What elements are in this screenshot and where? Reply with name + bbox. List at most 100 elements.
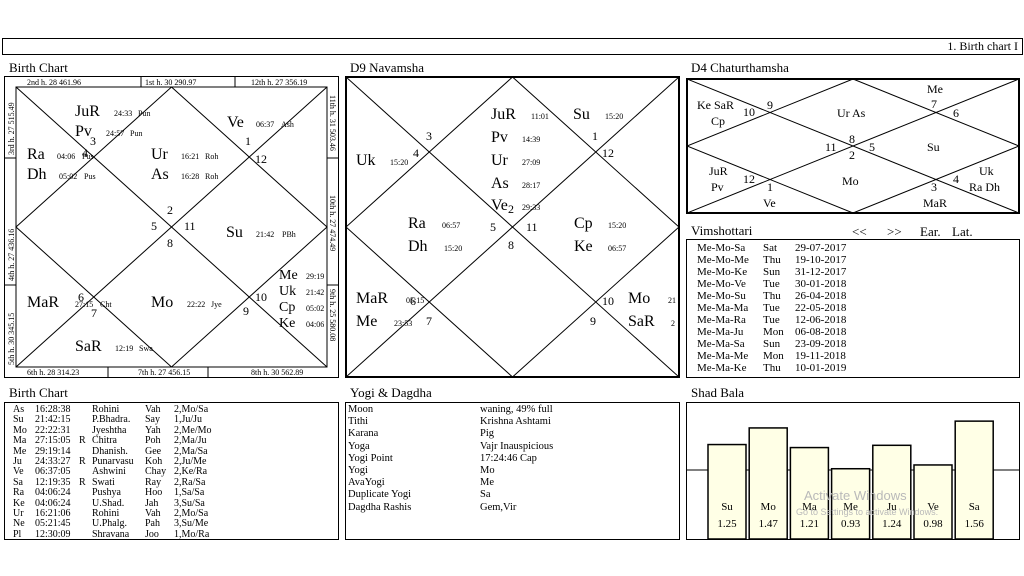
house-number: 11 [184, 219, 196, 233]
planet-cell: 3,Su/Sa [174, 497, 205, 509]
planet-cell: 24:33:27 [35, 456, 71, 467]
planet-cell: 2,Me/Mo [174, 424, 212, 436]
planet-cell: Pushya [92, 487, 121, 499]
planet-cell: Vah [145, 404, 161, 415]
house-number: 1 [245, 134, 251, 148]
dasha-period[interactable]: Me-Mo-Ve [697, 278, 746, 290]
house-number: 4 [953, 172, 959, 186]
shadbala-value-label: 1.21 [800, 518, 819, 530]
house-number: 8 [167, 236, 173, 250]
strip-bottom-2: 7th h. 27 456.15 [138, 368, 190, 377]
planet-cell: Pl [13, 528, 22, 540]
planet-nak: Pun [130, 129, 142, 138]
shadbala-bar [789, 446, 830, 539]
next-button[interactable]: >> [887, 224, 902, 239]
planet-cell: Ra [13, 487, 25, 499]
planet-cell: Chay [145, 466, 167, 478]
planet-cell: 22:22:31 [35, 424, 71, 436]
planet-cell: Hoo [145, 487, 163, 499]
yogi-label: Moon [348, 404, 374, 415]
dasha-period[interactable]: Me-Mo-Su [697, 290, 746, 302]
planet-cell: 2,Ra/Sa [174, 476, 206, 488]
strip-right-1: 11th h. 31 503.46 [328, 95, 337, 151]
birth-chart-diagonal-2 [15, 86, 328, 368]
yogi-value: 17:24:46 Cap [480, 452, 537, 464]
planet-deg: 05:02 [59, 172, 77, 181]
activation-watermark: Activate Windows [804, 488, 907, 503]
planet-nak: Pun [138, 109, 150, 118]
planet-cell: 21:42:15 [35, 414, 71, 426]
dasha-period[interactable]: Me-Ma-Ju [697, 326, 744, 338]
dasha-day: Tue [763, 302, 780, 314]
planet-deg: 15:20 [390, 158, 408, 167]
planet-nak: Ash [281, 120, 294, 129]
house-number: 3 [931, 180, 937, 194]
prev-button[interactable]: << [852, 224, 867, 239]
dasha-period[interactable]: Me-Ma-Me [697, 350, 749, 362]
later-button[interactable]: Lat. [952, 224, 973, 239]
planet-deg: 29:33 [522, 203, 540, 212]
dasha-period[interactable]: Me-Ma-Ke [697, 362, 747, 374]
planet-deg: 28:17 [522, 181, 540, 190]
planet-name: Ra [27, 146, 45, 163]
shadbala-title: Shad Bala [691, 385, 745, 400]
dasha-period[interactable]: Me-Ma-Sa [697, 338, 745, 350]
house-number: 6 [410, 294, 416, 308]
planet-deg: 06:57 [608, 244, 626, 253]
house-number: 8 [849, 132, 855, 146]
dasha-period[interactable]: Me-Ma-Ma [697, 302, 749, 314]
planet-deg: 22:22 [187, 300, 205, 309]
d4-chart-panel[interactable]: 9 10 7 6 8 11 5 2 12 1 3 4 Me Ke SaR Cp … [686, 78, 1020, 214]
yogi-label: Yogi Point [348, 452, 393, 464]
shadbala-category-label: Ju [887, 501, 897, 513]
planet-name: Mo [842, 174, 859, 188]
house-number: 4 [413, 146, 419, 160]
planet-name: Su [226, 224, 243, 241]
planet-cell: Yah [145, 424, 161, 436]
birth-chart-panel[interactable]: 2nd h. 28 461.96 1st h. 30 290.97 12th h… [4, 76, 339, 378]
earlier-button[interactable]: Ear. [920, 224, 941, 239]
planet-cell: Me [13, 445, 27, 457]
planet-name: Me [927, 82, 943, 96]
yogi-value: Sa [480, 489, 491, 501]
shadbala-bar [707, 443, 747, 539]
house-number: 12 [602, 146, 614, 160]
planet-cell: 1,Mo/Ra [174, 528, 210, 540]
yogi-value: waning, 49% full [480, 404, 553, 415]
planet-cell: Ve [13, 466, 24, 478]
yogi-label: Dagdha Rashis [348, 501, 412, 513]
dasha-period[interactable]: Me-Mo-Me [697, 254, 749, 266]
window-title: 1. Birth chart I [947, 39, 1018, 53]
planet-nak: Pus [84, 172, 96, 181]
planet-deg: 11:01 [531, 112, 549, 121]
planet-deg: 12:19 [115, 344, 133, 353]
planet-name: Ve [227, 114, 244, 131]
birth-chart-title: Birth Chart [9, 60, 68, 75]
planet-cell: Punarvasu [92, 456, 134, 467]
planet-cell: 2,Ma/Sa [174, 445, 208, 457]
planet-deg: 24:57 [106, 129, 124, 138]
house-number: 9 [767, 98, 773, 112]
dasha-period[interactable]: Me-Mo-Sa [697, 242, 746, 254]
house-number: 5 [490, 220, 496, 234]
dasha-period[interactable]: Me-Ma-Ra [697, 314, 746, 326]
planet-cell: Rohini [92, 508, 120, 519]
shadbala-category-label: Ve [927, 501, 939, 513]
dasha-period[interactable]: Me-Mo-Ke [697, 266, 748, 278]
house-number: 11 [526, 220, 538, 234]
dasha-day: Sat [763, 242, 778, 254]
planet-name: Me [279, 268, 298, 283]
shadbala-bar [872, 444, 912, 539]
house-number: 5 [151, 219, 157, 233]
planet-name: SaR [628, 313, 655, 330]
dasha-day: Sun [763, 266, 781, 278]
planet-cell: Rohini [92, 404, 120, 415]
planet-cell: Say [145, 414, 160, 426]
d9-chart-panel[interactable]: 3 1 4 12 2 5 11 8 6 7 10 9 JuR 11:01 Su … [345, 76, 680, 378]
planet-name: Cp [711, 114, 725, 128]
planet-name: SaR [75, 338, 102, 355]
